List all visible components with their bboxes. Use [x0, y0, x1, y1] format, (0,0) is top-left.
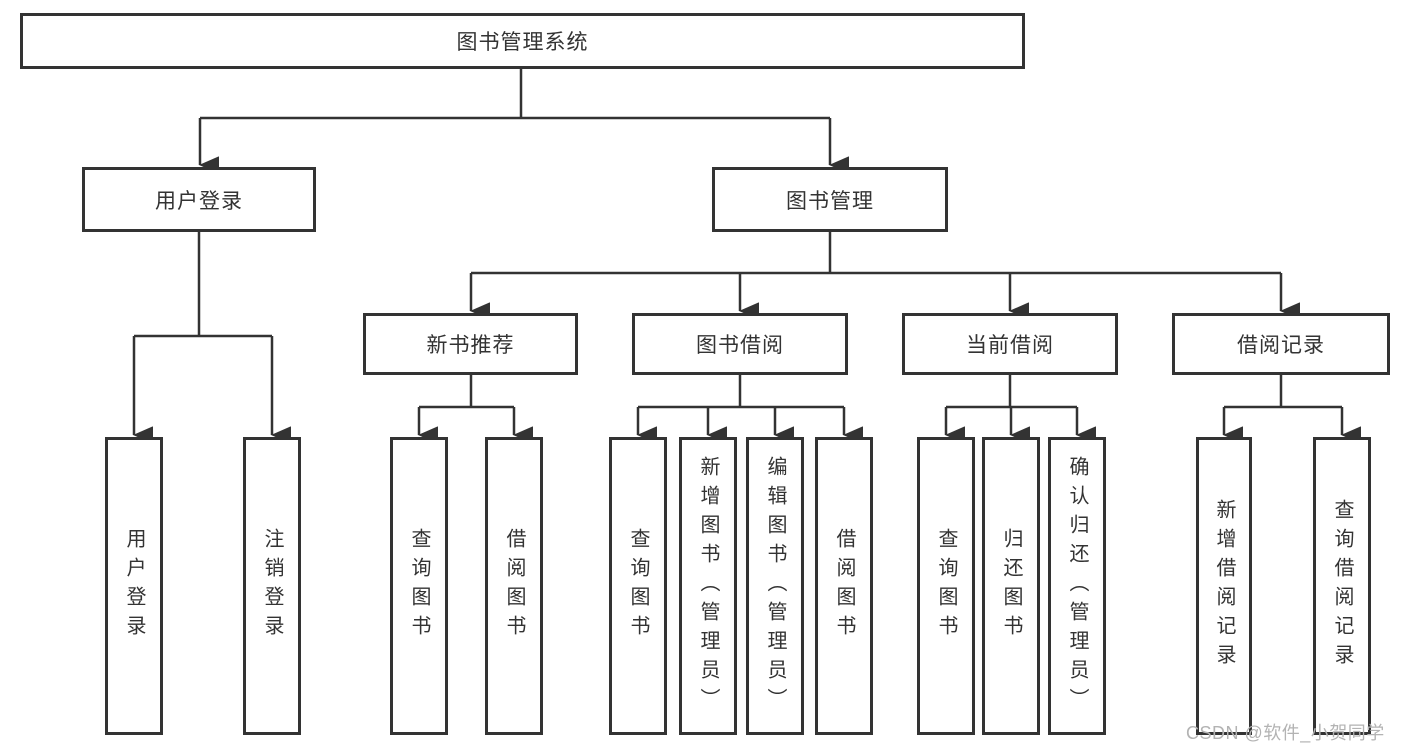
leaf-borrow-borrow: 借阅图书: [815, 437, 873, 735]
node-current-borrow: 当前借阅: [902, 313, 1118, 375]
leaf-records-add: 新增借阅记录: [1196, 437, 1252, 735]
connector-lines: [132, 69, 1361, 444]
node-borrow-records: 借阅记录: [1172, 313, 1390, 375]
leaf-records-query: 查询借阅记录: [1313, 437, 1371, 735]
watermark: CSDN @软件_小贺同学: [1186, 723, 1385, 743]
leaf-borrow-query: 查询图书: [609, 437, 667, 735]
leaf-user-login: 用户登录: [105, 437, 163, 735]
leaf-logout: 注销登录: [243, 437, 301, 735]
node-user-login: 用户登录: [82, 167, 316, 232]
leaf-borrow-edit-admin: 编辑图书（管理员）: [746, 437, 804, 735]
node-new-book-recommend: 新书推荐: [363, 313, 578, 375]
node-book-borrow: 图书借阅: [632, 313, 848, 375]
node-book-management: 图书管理: [712, 167, 948, 232]
leaf-new-book-query: 查询图书: [390, 437, 448, 735]
node-root: 图书管理系统: [20, 13, 1025, 69]
leaf-new-book-borrow: 借阅图书: [485, 437, 543, 735]
leaf-borrow-add-admin: 新增图书（管理员）: [679, 437, 737, 735]
leaf-current-return: 归还图书: [982, 437, 1040, 735]
leaf-current-confirm-admin: 确认归还（管理员）: [1048, 437, 1106, 735]
leaf-current-query: 查询图书: [917, 437, 975, 735]
